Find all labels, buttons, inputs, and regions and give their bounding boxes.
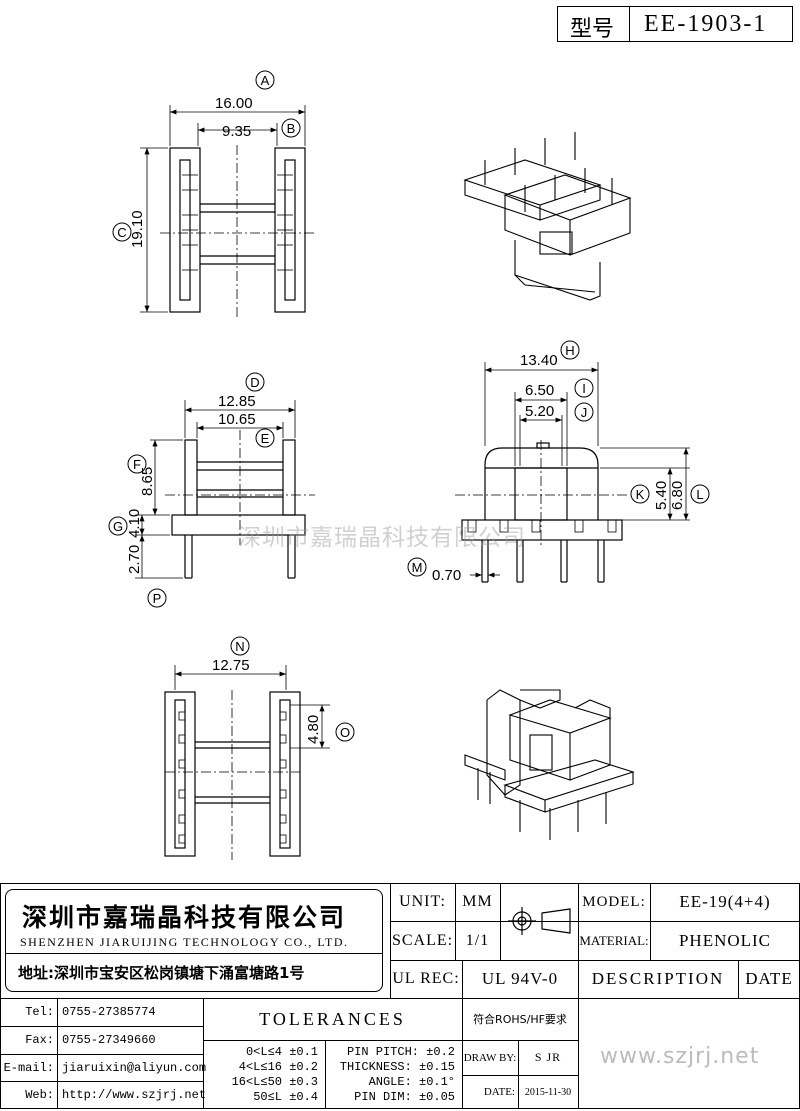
company-address: 地址:深圳市宝安区松岗镇塘下涌富塘路1号 xyxy=(18,964,305,982)
tolerance-range-1: 0<L≤4 ±0.1 xyxy=(245,1045,318,1059)
company-name-en: SHENZHEN JIARUIJING TECHNOLOGY CO., LTD. xyxy=(20,935,349,949)
dim-l-value: 6.80 xyxy=(669,481,686,510)
unit-label: UNIT: xyxy=(399,893,446,910)
svg-text:I: I xyxy=(582,381,586,396)
callout-e: E xyxy=(255,428,275,448)
dim-i-value: 6.50 xyxy=(525,382,554,399)
model-number-value: EE-1903-1 xyxy=(644,11,768,37)
scale-value: 1/1 xyxy=(465,931,490,949)
svg-text:C: C xyxy=(117,225,126,240)
model-number-box xyxy=(557,6,793,42)
svg-text:A: A xyxy=(261,73,270,88)
callout-m: M xyxy=(407,557,427,577)
material-label: MATERIAL: xyxy=(579,932,649,948)
tolerance-range-3: 16<L≤50 ±0.3 xyxy=(231,1075,318,1089)
dim-o-value: 4.80 xyxy=(305,715,322,744)
watermark: 深圳市嘉瑞晶科技有限公司 xyxy=(238,525,526,551)
svg-text:D: D xyxy=(250,375,259,390)
contact-tel-value: 0755-27385774 xyxy=(62,1005,156,1019)
tolerance-pin-pitch: PIN PITCH: ±0.2 xyxy=(346,1045,455,1059)
svg-text:F: F xyxy=(133,457,141,472)
callout-f: F xyxy=(127,454,147,474)
date-header: DATE xyxy=(745,969,793,988)
contact-email-value[interactable]: jiaruixin@aliyun.com xyxy=(62,1061,207,1075)
dim-m-value: 0.70 xyxy=(432,567,461,584)
date-label: DATE: xyxy=(483,1086,515,1098)
description-header: DESCRIPTION xyxy=(591,969,725,988)
model-label: MODEL: xyxy=(582,893,646,910)
website-watermark: www.szjrj.net xyxy=(600,1044,760,1069)
dim-f-value: 8.65 xyxy=(139,467,156,496)
dim-c-value: 19.10 xyxy=(129,210,146,248)
dim-d-value: 12.85 xyxy=(218,393,256,410)
ul-rec-label: UL REC: xyxy=(392,970,460,987)
tolerance-angle: ANGLE: ±0.1° xyxy=(368,1075,455,1089)
callout-h: H xyxy=(560,340,580,360)
svg-text:B: B xyxy=(287,121,296,136)
callout-j: J xyxy=(574,402,594,422)
dim-j-value: 5.20 xyxy=(525,403,554,420)
company-box xyxy=(5,889,383,992)
svg-text:L: L xyxy=(696,487,703,502)
callout-d: D xyxy=(245,372,265,392)
tolerance-range-2: 4<L≤16 ±0.2 xyxy=(238,1060,318,1074)
callout-n: N xyxy=(230,636,250,656)
draw-by-label: DRAW BY: xyxy=(463,1051,517,1064)
callout-p: P xyxy=(147,588,167,608)
dim-n-value: 12.75 xyxy=(212,657,250,674)
scale-label: SCALE: xyxy=(391,931,454,949)
company-name-cn: 深圳市嘉瑞晶科技有限公司 xyxy=(22,903,347,932)
callout-l: L xyxy=(690,484,710,504)
dim-e-value: 10.65 xyxy=(218,411,256,428)
contact-fax-label: Fax: xyxy=(25,1033,54,1047)
tolerance-range-4: 50≤L ±0.4 xyxy=(253,1090,318,1104)
contact-tel-label: Tel: xyxy=(25,1005,54,1019)
svg-text:H: H xyxy=(565,343,574,358)
svg-text:M: M xyxy=(412,560,423,575)
date-value: 2015-11-30 xyxy=(524,1086,572,1098)
dim-h-value: 13.40 xyxy=(520,352,558,369)
callout-i: I xyxy=(574,378,594,398)
bottom-view xyxy=(164,665,330,860)
contact-web-value[interactable]: http://www.szjrj.net xyxy=(62,1088,207,1102)
isometric-view-1 xyxy=(463,132,632,301)
tolerance-pin-dim: PIN DIM: ±0.05 xyxy=(354,1090,455,1104)
svg-text:E: E xyxy=(261,431,270,446)
tolerances-title: TOLERANCES xyxy=(259,1008,406,1029)
callout-c: C xyxy=(112,222,132,242)
model-number-label: 型号 xyxy=(570,17,615,42)
callout-b: B xyxy=(281,118,301,138)
contact-email-label: E-mail: xyxy=(3,1061,54,1075)
dim-g-value: 4.10 xyxy=(126,509,143,538)
svg-text:J: J xyxy=(581,405,588,420)
callout-g: G xyxy=(108,516,128,536)
side-view xyxy=(455,362,690,583)
projection-symbol-icon xyxy=(508,907,571,935)
technical-drawing: 16.00 9.35 19.10 12.85 10.65 8.65 4.10 2… xyxy=(108,70,710,860)
isometric-view-2 xyxy=(464,689,635,840)
svg-text:G: G xyxy=(113,519,123,534)
draw-by-value: S JR xyxy=(534,1050,562,1064)
svg-text:K: K xyxy=(636,487,645,502)
front-view xyxy=(135,400,315,579)
model-value: EE-19(4+4) xyxy=(679,892,771,911)
top-view xyxy=(140,105,315,318)
svg-text:O: O xyxy=(340,725,350,740)
callout-o: O xyxy=(335,722,355,742)
dim-a-value: 16.00 xyxy=(215,95,253,112)
svg-text:P: P xyxy=(153,591,162,606)
tolerance-thickness: THICKNESS: ±0.15 xyxy=(339,1060,455,1074)
dim-k-value: 5.40 xyxy=(653,481,670,510)
callout-a: A xyxy=(255,70,275,90)
material-value: PHENOLIC xyxy=(678,930,772,950)
ul-rec-value: UL 94V-0 xyxy=(481,969,559,988)
dim-p-value: 2.70 xyxy=(126,545,143,574)
rohs-note: 符合ROHS/HF要求 xyxy=(473,1013,567,1026)
svg-text:N: N xyxy=(235,639,244,654)
callout-k: K xyxy=(630,484,650,504)
contact-fax-value: 0755-27349660 xyxy=(62,1033,156,1047)
contact-web-label: Web: xyxy=(25,1088,54,1102)
unit-value: MM xyxy=(462,893,493,910)
dim-b-value: 9.35 xyxy=(222,123,251,140)
